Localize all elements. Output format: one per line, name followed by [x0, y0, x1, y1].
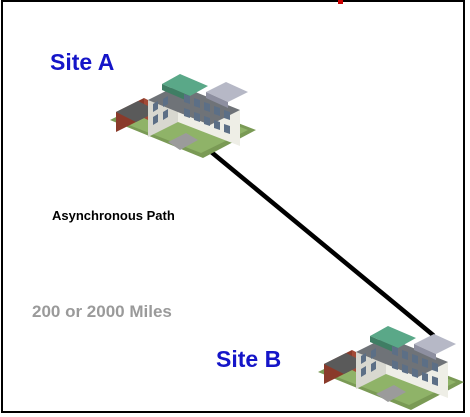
site-a-building-icon — [110, 74, 256, 158]
site-b-building-icon — [318, 326, 464, 410]
asynchronous-path-line — [207, 148, 436, 338]
title-fragment-mark — [338, 0, 343, 4]
asynchronous-path-label: Asynchronous Path — [52, 208, 175, 223]
distance-label: 200 or 2000 Miles — [32, 302, 172, 321]
site-b-label: Site B — [216, 346, 282, 372]
site-a-label: Site A — [50, 49, 115, 75]
